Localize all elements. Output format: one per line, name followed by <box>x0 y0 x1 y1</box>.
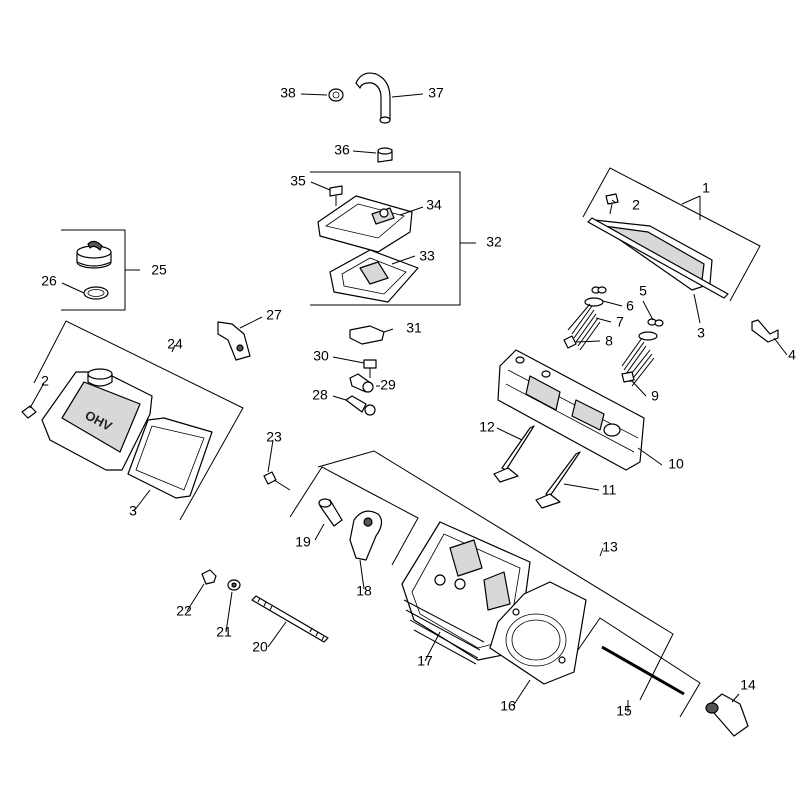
callout-15: 15 <box>616 703 632 719</box>
callout-32: 32 <box>486 234 502 250</box>
callout-26: 26 <box>41 273 57 289</box>
valve-cover-left: OHV <box>41 368 153 471</box>
callout-3-left: 3 <box>129 503 137 519</box>
rocker-housing <box>497 349 645 471</box>
valve-lifter <box>705 693 749 737</box>
callout-3-right: 3 <box>697 325 705 341</box>
callout-22: 22 <box>176 603 192 619</box>
callout-29: 29 <box>380 377 396 393</box>
intake-valve <box>493 425 535 483</box>
exhaust-valve <box>535 451 581 509</box>
breather-grommet <box>377 147 393 163</box>
callout-4: 4 <box>788 347 796 363</box>
callout-25: 25 <box>151 262 167 278</box>
callout-labels: 1 2 3 4 5 6 7 8 9 10 11 12 13 14 15 16 1… <box>41 85 796 719</box>
head-bolt <box>263 471 291 491</box>
push-rod <box>601 645 685 696</box>
callout-28: 28 <box>312 387 328 403</box>
ground-terminal <box>349 373 374 393</box>
callout-8: 8 <box>605 333 613 349</box>
callout-38: 38 <box>280 85 296 101</box>
washer <box>227 579 241 591</box>
callout-33: 33 <box>419 248 435 264</box>
head-stud <box>251 595 329 643</box>
callout-1: 1 <box>702 180 710 196</box>
lifting-bracket <box>217 321 251 361</box>
callout-7: 7 <box>616 314 624 330</box>
rocker-arm <box>349 510 383 561</box>
callout-20: 20 <box>252 639 268 655</box>
push-rod-guide <box>318 498 343 527</box>
callout-16: 16 <box>500 698 516 714</box>
callout-2-right: 2 <box>632 197 640 213</box>
group-bracket-32 <box>310 171 461 306</box>
rocker-bracket <box>751 319 779 343</box>
callout-34: 34 <box>426 197 442 213</box>
callout-19: 19 <box>295 534 311 550</box>
callout-35: 35 <box>290 173 306 189</box>
wire-terminal <box>345 395 376 416</box>
valve-cover-gasket-left <box>127 417 213 499</box>
cover-screw-left <box>21 405 37 419</box>
callout-21: 21 <box>216 624 232 640</box>
head-gasket <box>489 581 587 685</box>
valve-cover-gasket-right <box>587 217 729 299</box>
valve-keepers <box>591 286 664 327</box>
callout-9: 9 <box>651 388 659 404</box>
callout-24: 24 <box>167 336 183 352</box>
breather-gasket <box>329 249 419 303</box>
callout-13: 13 <box>602 539 618 555</box>
group-bracket-1 <box>582 167 761 302</box>
callout-10: 10 <box>668 456 684 472</box>
callout-14: 14 <box>740 677 756 693</box>
spacer-block <box>349 325 385 345</box>
valve-stem-seals <box>563 335 577 349</box>
breather-hose <box>355 72 391 124</box>
callout-31: 31 <box>406 320 422 336</box>
group-bracket-15 <box>577 617 701 718</box>
group-bracket-13 <box>317 450 674 701</box>
valve-springs <box>567 303 655 387</box>
callout-11: 11 <box>602 482 617 498</box>
leader-lines <box>29 93 788 712</box>
callout-5: 5 <box>639 283 647 299</box>
valve-stem-seal <box>621 371 635 383</box>
callout-6: 6 <box>626 298 634 314</box>
callout-12: 12 <box>479 419 495 435</box>
nut <box>201 569 217 585</box>
cover-screw-right <box>605 193 619 215</box>
callout-37: 37 <box>428 85 444 101</box>
callout-23: 23 <box>266 429 282 445</box>
callout-30: 30 <box>313 348 329 364</box>
callout-2-left: 2 <box>41 373 49 389</box>
oil-fill-cap <box>76 240 112 269</box>
group-bracket-24 <box>33 320 244 521</box>
group-bracket-18 <box>289 466 419 566</box>
callout-36: 36 <box>334 142 350 158</box>
callout-27: 27 <box>266 307 282 323</box>
oil-fill-o-ring <box>83 286 109 300</box>
hose-clamp <box>328 88 344 102</box>
terminal-screw <box>363 359 377 378</box>
breather-screw <box>329 185 343 206</box>
breather-cover <box>317 195 413 253</box>
callout-18: 18 <box>356 583 372 599</box>
callout-17: 17 <box>417 653 433 669</box>
